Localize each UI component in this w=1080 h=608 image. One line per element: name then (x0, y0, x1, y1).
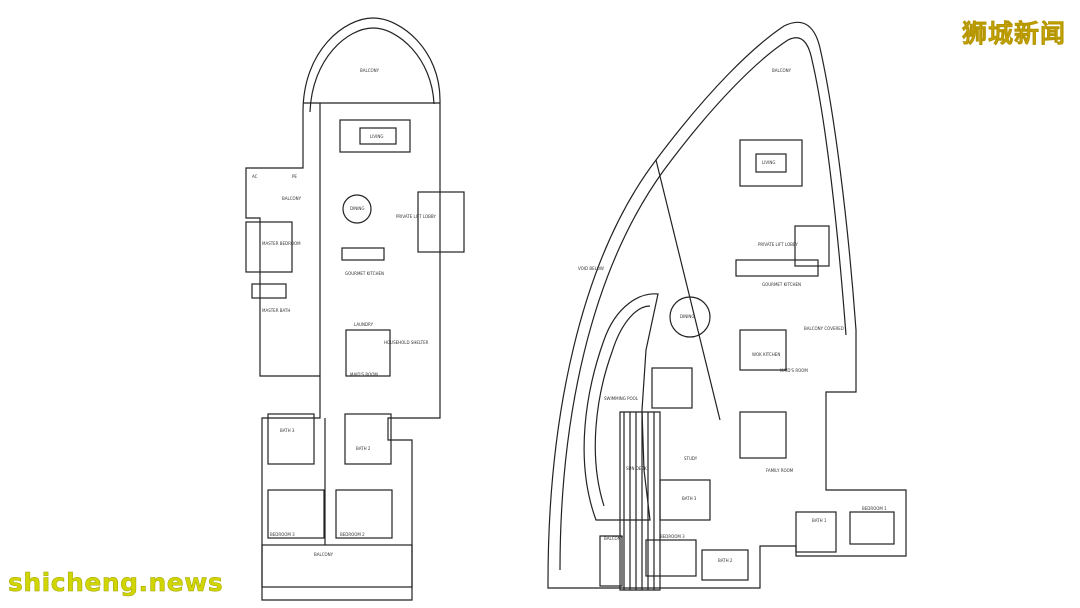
right-study-label: STUDY (684, 456, 698, 461)
right-floor-plan (547, 21, 907, 591)
right-bed3 (645, 539, 697, 577)
left-balcony-top-label: BALCONY (360, 68, 380, 73)
right-maids-room-label: MAID'S ROOM (780, 368, 808, 373)
left-sofa (339, 119, 411, 153)
left-ac-label: AC (252, 174, 258, 179)
right-dining-table (669, 296, 711, 338)
right-pool-outline (583, 293, 659, 521)
left-bathtub (251, 283, 287, 299)
left-bed2 (335, 489, 393, 539)
right-family-room-block (739, 411, 787, 459)
right-living-label: LIVING (762, 160, 775, 165)
left-lift-lobby-label: PRIVATE LIFT LOBBY (396, 214, 436, 219)
left-lift (417, 191, 465, 253)
right-bed1 (849, 511, 895, 545)
right-plan-labels: BALCONY LIVING PRIVATE LIFT LOBBY GOURME… (578, 68, 887, 563)
left-bed3 (267, 489, 325, 539)
right-void-below-label: VOID BELOW (578, 266, 604, 271)
right-bottom-balcony (599, 535, 623, 587)
watermark-bottom: shicheng.news (8, 568, 224, 598)
left-plan-labels: BALCONY LIVING DINING PRIVATE LIFT LOBBY… (252, 68, 436, 557)
left-shelter-label: HOUSEHOLD SHELTER (384, 340, 429, 345)
left-dining-table (342, 194, 372, 224)
right-stair-void (651, 367, 693, 409)
left-plan-inner-wall (309, 27, 435, 113)
left-master-bath-label: MASTER BATH (262, 308, 290, 313)
right-bath3-label: BATH 3 (682, 496, 697, 501)
right-stairs (619, 411, 661, 591)
right-lift (794, 225, 830, 267)
left-maids-room-label: MAID'S ROOM (350, 372, 378, 377)
left-bedroom3-label: BEDROOM 3 (270, 532, 295, 537)
right-lift-lobby-label: PRIVATE LIFT LOBBY (758, 242, 798, 247)
left-master-bed (245, 221, 293, 273)
left-master-bedroom-label: MASTER BEDROOM (262, 241, 301, 246)
right-balcony-bottom-label: BALCONY (604, 536, 624, 541)
left-plan-outline (245, 17, 441, 601)
left-kitchen-island (341, 247, 385, 261)
left-laundry-label: LAUNDRY (354, 322, 374, 327)
right-pool-label: SWIMMING POOL (604, 396, 639, 401)
right-bath2-block (701, 549, 749, 581)
right-sun-deck-label: SUN DECK (626, 466, 647, 471)
right-family-room-label: FAMILY ROOM (766, 468, 794, 473)
left-bath3 (267, 413, 315, 465)
right-sofa (739, 139, 803, 187)
right-balcony-top-label: BALCONY (772, 68, 792, 73)
left-kitchen-label: GOURMET KITCHEN (345, 271, 384, 276)
right-coffee-table (755, 153, 787, 173)
left-bottom-balcony (261, 544, 413, 588)
right-study-bath (659, 479, 711, 521)
right-kitchen-counter (735, 259, 819, 277)
right-kitchen-label: GOURMET KITCHEN (762, 282, 801, 287)
right-wok-kitchen-label: WOK KITCHEN (752, 352, 780, 357)
right-dining-label: DINING (680, 314, 695, 319)
left-bath3-label: BATH 3 (280, 428, 295, 433)
right-bedroom1-label: BEDROOM 1 (862, 506, 887, 511)
right-plan-outline (547, 21, 907, 589)
left-coffee-table (359, 127, 397, 145)
right-terrace-line (655, 159, 721, 421)
left-balcony-bottom-label: BALCONY (314, 552, 334, 557)
watermark-top: 狮城新闻 (961, 19, 1066, 49)
left-dining-label: DINING (350, 206, 365, 211)
left-bath2-label: BATH 2 (356, 446, 371, 451)
left-laundry (345, 329, 391, 377)
left-balcony-side-label: BALCONY (282, 196, 302, 201)
right-bath1-label: BATH 1 (812, 518, 827, 523)
left-living-label: LIVING (370, 134, 383, 139)
right-bedroom3-label: BEDROOM 3 (660, 534, 685, 539)
right-wok-kitchen (739, 329, 787, 371)
right-bath1-block (795, 511, 837, 553)
right-bath2-label: BATH 2 (718, 558, 733, 563)
right-pool-inner (594, 305, 651, 507)
left-bath2 (344, 413, 392, 465)
left-pe-label: PE (292, 174, 297, 179)
right-plan-inner-wall (559, 37, 847, 571)
left-bedroom2-label: BEDROOM 2 (340, 532, 365, 537)
left-floor-plan (245, 17, 465, 601)
right-balcony-covered-label: BALCONY COVERED (804, 326, 844, 331)
